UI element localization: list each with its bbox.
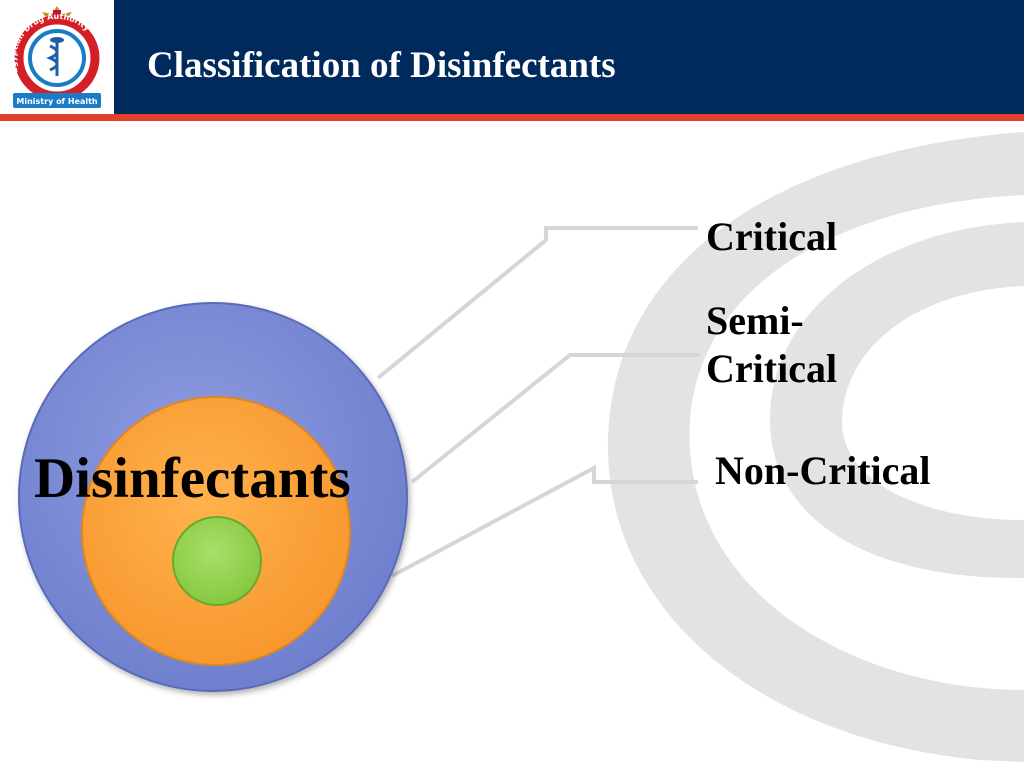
- category-label-semi-critical: Semi- Critical: [706, 298, 838, 391]
- header-bar: [0, 0, 1024, 114]
- category-label-non-critical: Non-Critical: [715, 448, 931, 493]
- egyptian-drug-authority-logo-icon: Egyptian Drug Authority Ministry of Heal…: [9, 6, 101, 108]
- logo: Egyptian Drug Authority Ministry of Heal…: [0, 0, 114, 114]
- logo-banner-text: Ministry of Health: [16, 97, 98, 106]
- page-title: Classification of Disinfectants: [147, 45, 616, 86]
- connector-lines: [376, 226, 700, 578]
- inner-circle-non-critical: [172, 516, 262, 606]
- category-label-critical: Critical: [706, 214, 838, 259]
- background-swirl-decoration: [607, 132, 1024, 762]
- caduceus-icon: [46, 37, 64, 76]
- classification-diagram: [18, 132, 1024, 762]
- center-label-disinfectants: Disinfectants: [34, 447, 351, 510]
- header-accent-stripe: [0, 114, 1024, 121]
